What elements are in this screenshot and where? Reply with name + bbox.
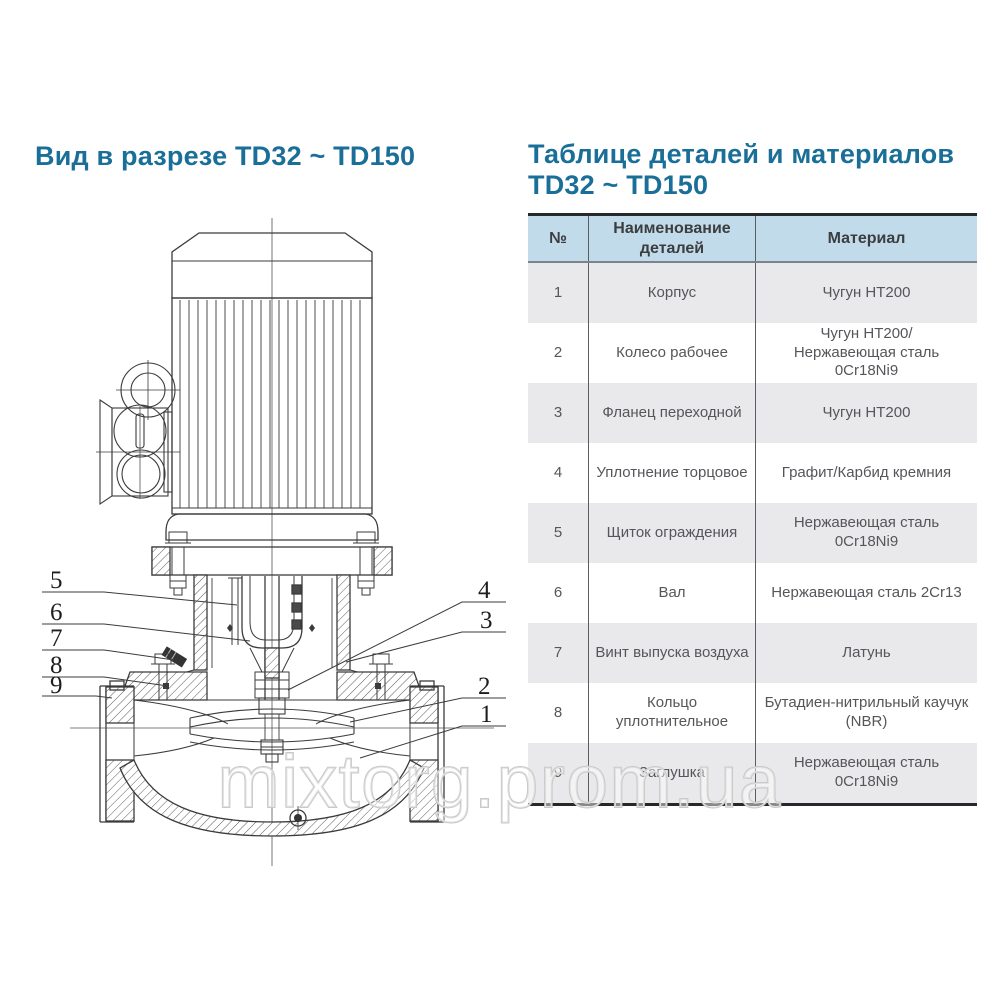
pump-cross-section-diagram: 5 6 7 8 9 4 3 2 1 xyxy=(42,218,506,866)
header-cell-number: № xyxy=(549,229,567,247)
cell-number: 2 xyxy=(553,343,563,361)
callout-9: 9 xyxy=(50,672,63,699)
callout-3: 3 xyxy=(480,607,493,634)
motor-group xyxy=(165,232,379,541)
callout-8: 8 xyxy=(50,652,63,679)
cell-material: Графит/Карбид кремния xyxy=(755,443,977,503)
cell-part-name: Винт выпуска воздуха xyxy=(588,623,755,683)
motor-flange-group xyxy=(151,531,393,596)
flange-bolt-right xyxy=(353,531,379,596)
diagram-title: Вид в разрезе TD32 ~ TD150 xyxy=(35,141,416,171)
callout-2: 2 xyxy=(478,673,491,700)
lantern-column-left xyxy=(193,574,208,671)
suction-flange-left xyxy=(99,680,135,823)
coupling-group xyxy=(241,576,303,700)
lantern-column-right xyxy=(336,574,351,671)
gland-lower-circle xyxy=(116,449,166,499)
cell-material: Нержавеющая сталь 0Cr18Ni9 xyxy=(755,503,977,563)
junction-box-side-plate xyxy=(99,398,113,506)
table-title: Таблице деталей и материалов TD32 ~ TD15… xyxy=(528,139,954,201)
table-title-line1: Таблице деталей и материалов xyxy=(528,139,955,169)
motor-bottom-bell xyxy=(165,513,379,541)
cell-part-name: Уплотнение торцовое xyxy=(588,443,755,503)
cell-material: Нержавеющая сталь 0Cr18Ni9 xyxy=(755,743,977,803)
shaft-guard xyxy=(228,577,242,645)
cell-part-name: Колесо рабочее xyxy=(588,323,755,383)
cell-number: 9 xyxy=(553,763,563,781)
discharge-flange-right xyxy=(409,680,445,823)
volute-casing-group xyxy=(99,653,445,837)
cell-material: Латунь xyxy=(755,623,977,683)
motor-fins xyxy=(179,300,361,508)
cell-part-name: Корпус xyxy=(588,263,755,323)
header-cell-name: Наименование деталей xyxy=(588,216,755,261)
callout-6: 6 xyxy=(50,599,63,626)
cell-material: Чугун HT200 xyxy=(755,383,977,443)
flange-bolt-left xyxy=(165,531,191,596)
casing-stud-left xyxy=(151,653,175,700)
cell-number: 4 xyxy=(553,463,563,481)
junction-box xyxy=(96,360,180,506)
cell-part-name: Щиток ограждения xyxy=(588,503,755,563)
cell-material: Чугун HT200 xyxy=(755,263,977,323)
cell-number: 1 xyxy=(553,283,563,301)
callout-1: 1 xyxy=(480,701,493,728)
cell-material: Чугун HT200/ Нержавеющая сталь 0Cr18Ni9 xyxy=(755,323,977,383)
callout-5: 5 xyxy=(50,567,63,594)
cell-number: 7 xyxy=(553,643,563,661)
cell-part-name: Заглушка xyxy=(588,743,755,803)
cell-number: 5 xyxy=(553,523,563,541)
header-cell-material: Материал xyxy=(755,216,977,261)
cell-part-name: Вал xyxy=(588,563,755,623)
cell-part-name: Кольцо уплотнительное xyxy=(588,683,755,743)
impeller-hub xyxy=(258,697,286,715)
callout-7: 7 xyxy=(50,625,63,652)
cell-number: 3 xyxy=(553,403,563,421)
cell-material: Нержавеющая сталь 2Cr13 xyxy=(755,563,977,623)
callout-numbers: 5 6 7 8 9 4 3 2 1 xyxy=(50,567,493,728)
cell-part-name: Фланец переходной xyxy=(588,383,755,443)
cell-number: 8 xyxy=(553,703,563,721)
callout-leaders xyxy=(42,591,506,759)
cell-number: 6 xyxy=(553,583,563,601)
impeller xyxy=(189,697,355,763)
cell-material: Бутадиен-нитрильный каучук (NBR) xyxy=(755,683,977,743)
table-title-line2: TD32 ~ TD150 xyxy=(528,170,709,200)
table-header-row: № Наименование деталей Материал xyxy=(528,216,977,263)
callout-4: 4 xyxy=(478,577,491,604)
plug-part xyxy=(109,680,125,691)
casing-stud-right xyxy=(369,653,393,700)
